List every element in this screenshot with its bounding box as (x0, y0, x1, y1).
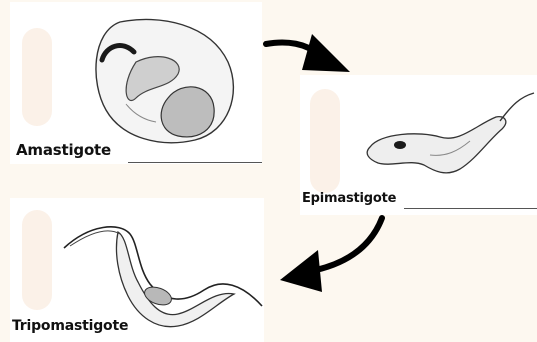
arrowhead-2 (280, 250, 322, 292)
